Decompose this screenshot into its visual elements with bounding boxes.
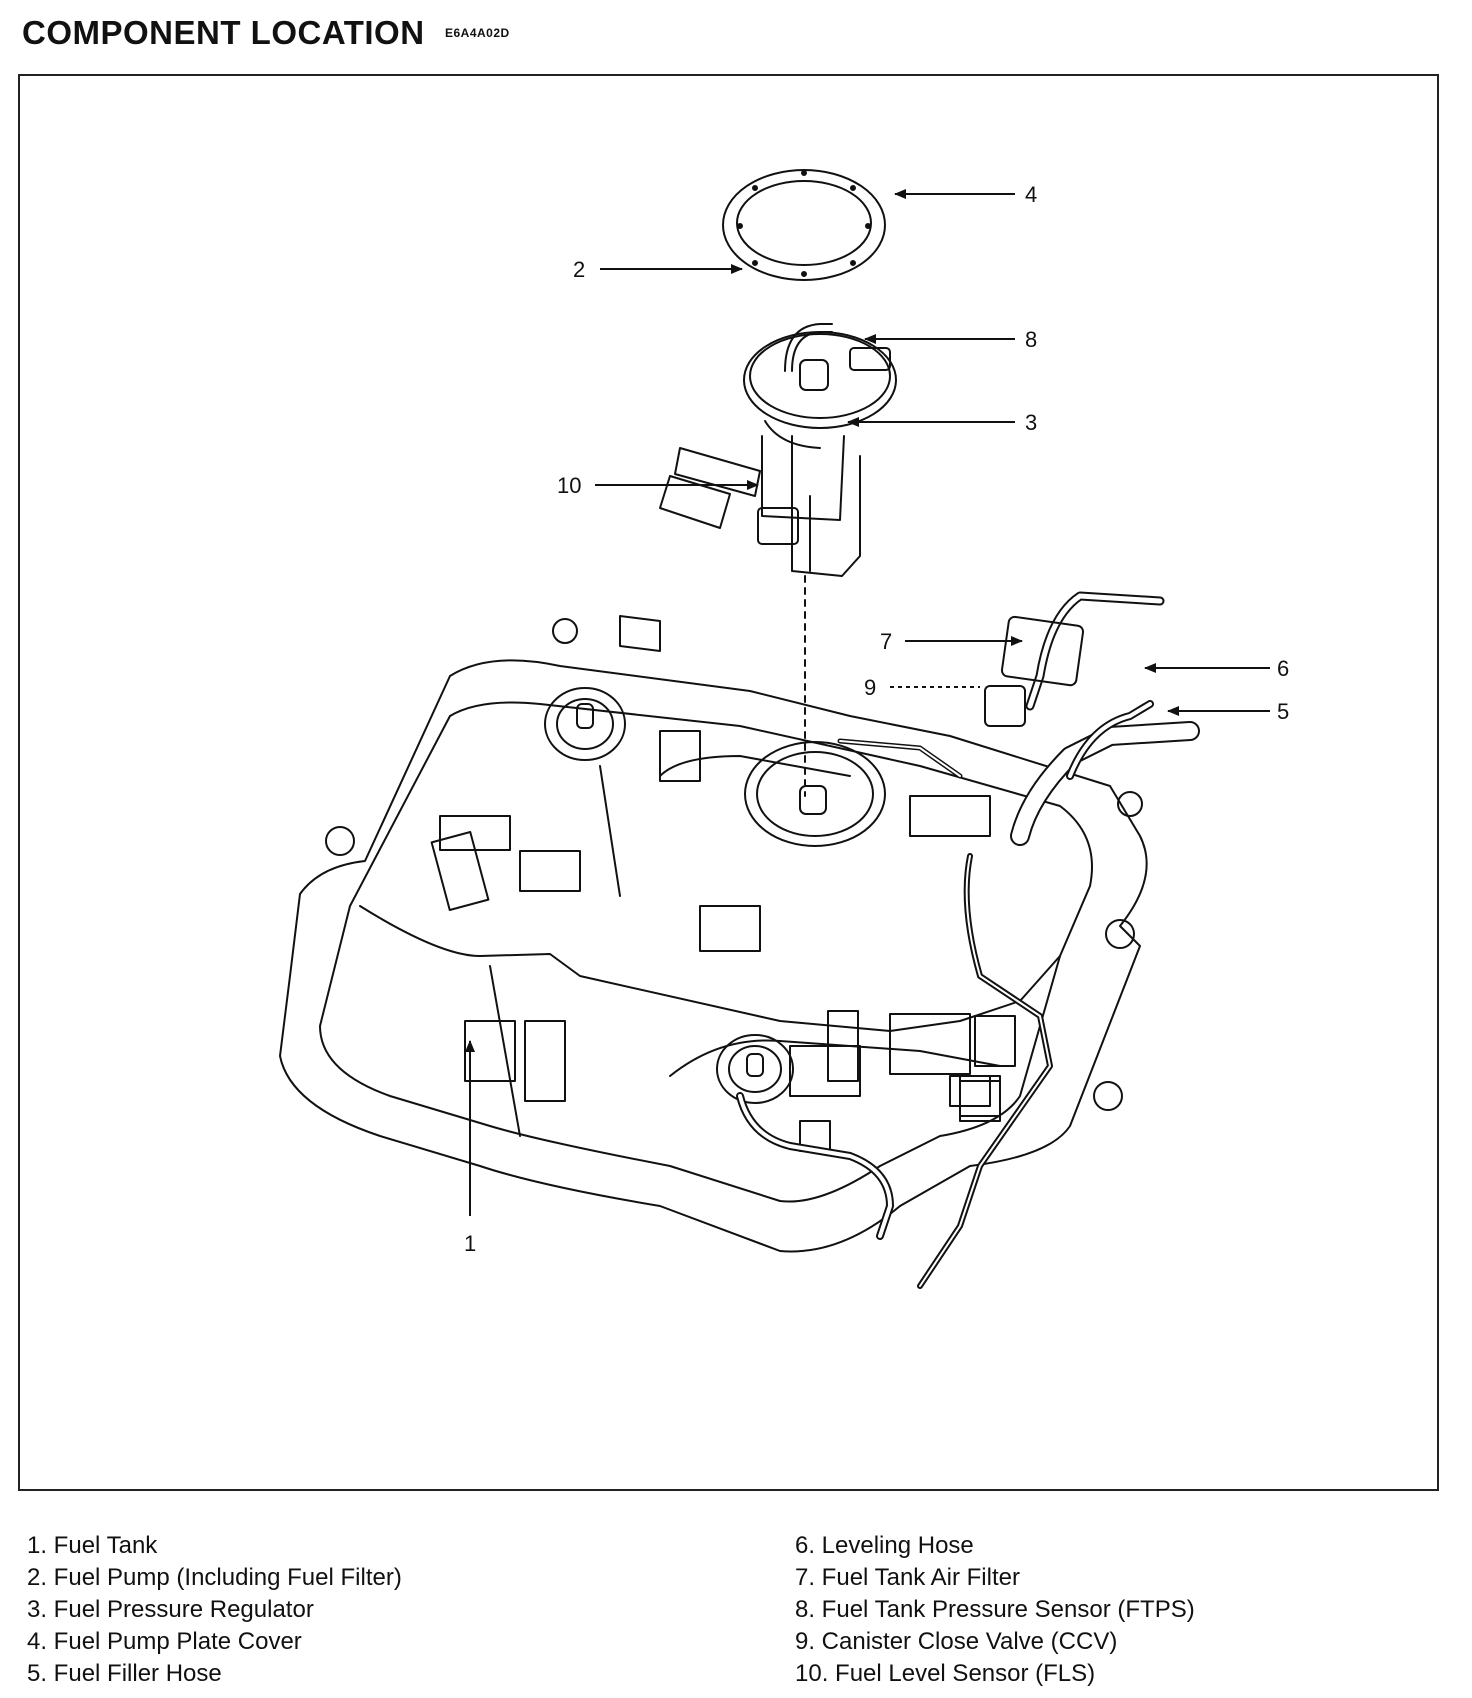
fuel-tank — [279, 615, 1148, 1253]
callout-10: 10 — [557, 473, 581, 498]
callout-7: 7 — [880, 629, 892, 654]
legend-left: 1. Fuel Tank 2. Fuel Pump (Including Fue… — [27, 1530, 402, 1690]
legend-item: 9. Canister Close Valve (CCV) — [795, 1628, 1118, 1655]
callout-1: 1 — [464, 1231, 476, 1256]
callout-6: 6 — [1277, 656, 1289, 681]
leader-lines — [465, 189, 1270, 1216]
fuel-system-diagram: 4 2 8 3 10 7 6 9 5 1 — [279, 169, 1289, 1289]
legend-item: 3. Fuel Pressure Regulator — [27, 1596, 314, 1623]
callout-9: 9 — [864, 675, 876, 700]
legend-item: 7. Fuel Tank Air Filter — [795, 1564, 1020, 1591]
fuel-pump-plate-cover — [722, 169, 886, 281]
fuel-tank-air-filter — [1000, 615, 1085, 687]
page-title: COMPONENT LOCATION — [22, 14, 425, 51]
canister-close-valve — [984, 685, 1026, 727]
legend-item: 6. Leveling Hose — [795, 1532, 974, 1559]
legend-item: 5. Fuel Filler Hose — [27, 1660, 222, 1687]
callout-2: 2 — [573, 257, 585, 282]
document-code: E6A4A02D — [445, 26, 510, 40]
legend-item: 2. Fuel Pump (Including Fuel Filter) — [27, 1564, 402, 1591]
legend-item: 4. Fuel Pump Plate Cover — [27, 1628, 302, 1655]
fuel-hoses — [736, 591, 1200, 1289]
callout-4: 4 — [1025, 182, 1037, 207]
legend-item: 10. Fuel Level Sensor (FLS) — [795, 1660, 1096, 1687]
legend-right: 6. Leveling Hose 7. Fuel Tank Air Filter… — [795, 1530, 1195, 1690]
callout-3: 3 — [1025, 410, 1037, 435]
callout-5: 5 — [1277, 699, 1289, 724]
legend-item: 1. Fuel Tank — [27, 1532, 158, 1559]
legend-item: 8. Fuel Tank Pressure Sensor (FTPS) — [795, 1596, 1195, 1623]
callout-8: 8 — [1025, 327, 1037, 352]
diagram-frame: 4 2 8 3 10 7 6 9 5 1 — [18, 74, 1439, 1491]
fuel-pump-module — [659, 323, 897, 577]
